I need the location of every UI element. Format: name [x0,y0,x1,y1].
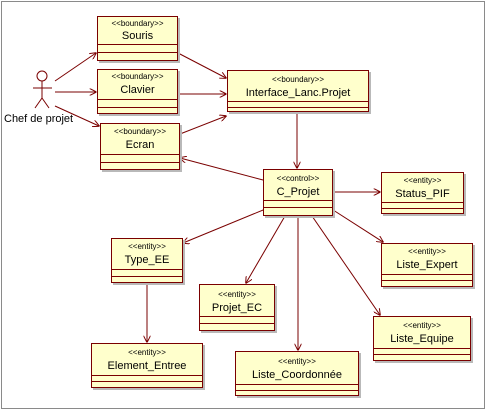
compartment-divider [374,354,470,355]
class-interface[interactable]: <<boundary>> Interface_Lanc.Projet [227,70,369,112]
class-name: Liste_Expert [396,259,458,271]
compartment-divider [374,348,470,349]
compartment-divider [382,274,472,275]
class-type-ee[interactable]: <<entity>> Type_EE [111,238,183,283]
edge-cprojet-typeee [183,207,269,243]
class-liste-equipe[interactable]: <<entity>> Liste_Equipe [373,316,471,361]
stereotype-label: <<boundary>> [111,72,164,81]
compartment-divider [228,101,368,102]
class-status-pif[interactable]: <<entity>> Status_PIF [381,172,464,214]
compartment-divider [101,162,179,163]
class-name: Status_PIF [395,188,450,200]
compartment-divider [382,208,463,209]
class-liste-expert[interactable]: <<entity>> Liste_Expert [381,243,473,287]
edge-souris-interface [177,52,226,78]
actor-label: Chef de projet [4,113,74,125]
compartment-divider [236,384,358,385]
stereotype-label: <<boundary>> [113,127,167,136]
stereotype-label: <<entity>> [278,357,316,366]
class-name: Ecran [125,139,155,151]
class-name: Interface_Lanc.Projet [245,87,351,99]
compartment-divider [98,44,177,45]
compartment-divider [112,276,182,277]
class-name: Souris [121,30,154,42]
compartment-divider [101,154,179,155]
compartment-divider [382,202,463,203]
class-name: C_Projet [276,186,320,198]
class-element-entree[interactable]: <<entity>> Element_Entree [91,343,203,388]
stereotype-label: <<entity>> [128,348,166,357]
compartment-divider [382,280,472,281]
stereotype-label: <<entity>> [128,242,166,251]
stereotype-label: <<entity>> [403,321,441,330]
class-name: Liste_Coordonnée [252,369,342,381]
class-name: Type_EE [124,254,170,266]
compartment-divider [200,323,274,324]
stereotype-label: <<control>> [276,174,320,183]
class-projet-ec[interactable]: <<entity>> Projet_EC [199,284,275,331]
compartment-divider [236,390,358,391]
compartment-divider [98,107,177,108]
compartment-divider [98,52,177,53]
class-c-projet[interactable]: <<control>> C_Projet [263,169,333,216]
edge-cprojet-listeequipe [311,215,380,315]
compartment-divider [98,99,177,100]
stereotype-label: <<entity>> [408,247,446,256]
class-liste-coordonnee[interactable]: <<entity>> Liste_Coordonnée [235,351,359,396]
stereotype-label: <<entity>> [403,176,442,185]
actor-figure [33,70,52,109]
stereotype-label: <<entity>> [218,290,256,299]
edge-actor-ecran [54,105,99,126]
edge-cprojet-ecran [180,158,264,181]
class-souris[interactable]: <<boundary>> Souris [97,16,178,61]
class-name: Projet_EC [211,302,263,314]
compartment-divider [92,381,202,382]
class-name: Liste_Equipe [390,333,454,345]
class-name: Clavier [120,84,155,96]
stereotype-label: <<boundary>> [111,19,164,28]
compartment-divider [228,107,368,108]
compartment-divider [200,316,274,317]
compartment-divider [264,207,332,208]
compartment-divider [264,200,332,201]
stereotype-label: <<boundary>> [271,75,325,84]
class-ecran[interactable]: <<boundary>> Ecran [100,123,180,170]
edge-actor-souris [54,53,96,82]
edge-cprojet-projetec [246,215,286,283]
edge-cprojet-listeexpert [329,207,383,242]
compartment-divider [112,269,182,270]
edge-ecran-interface [179,116,226,135]
class-name: Element_Entree [107,360,187,372]
class-clavier[interactable]: <<boundary>> Clavier [97,69,178,114]
compartment-divider [92,375,202,376]
